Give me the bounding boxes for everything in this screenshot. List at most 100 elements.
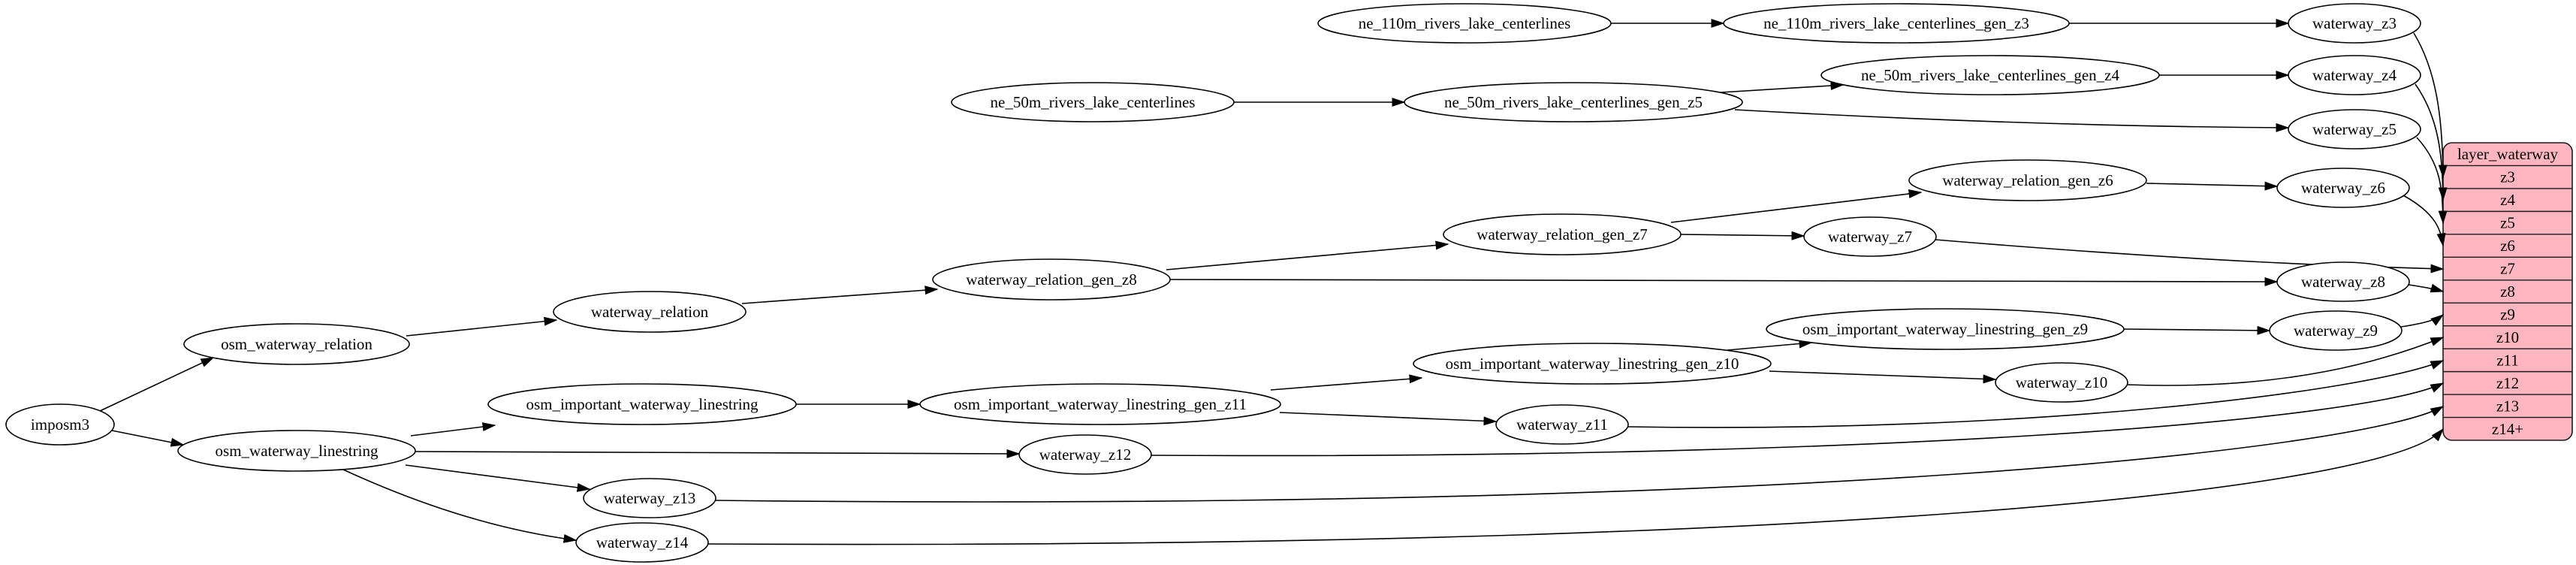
edge-waterway_z11-to-layer_waterway.z11 xyxy=(1627,360,2445,428)
record-row-z6: z6 xyxy=(2500,237,2515,255)
node-ellipse-waterway_z10 xyxy=(1995,362,2128,403)
node-ellipse-imposm3 xyxy=(5,403,115,446)
node-label-waterway_z3: waterway_z3 xyxy=(2312,14,2397,32)
node-osm_waterway_linestring: osm_waterway_linestring xyxy=(177,430,416,472)
record-row-z7: z7 xyxy=(2500,260,2515,278)
node-ellipse-waterway_relation xyxy=(553,291,747,333)
node-ellipse-ne_50m_rivers_lake_centerlines_gen_z5 xyxy=(1404,82,1743,122)
node-ellipse-waterway_z13 xyxy=(583,478,716,518)
edge-waterway_z8-to-layer_waterway.z8 xyxy=(2408,283,2445,293)
edge-waterway_z4-to-layer_waterway.z4 xyxy=(2415,83,2448,201)
edge-osm_waterway_relation-to-waterway_relation xyxy=(406,316,558,337)
node-osm_important_waterway_linestring: osm_important_waterway_linestring xyxy=(487,383,797,425)
node-ne_50m_rivers_lake_centerlines_gen_z4: ne_50m_rivers_lake_centerlines_gen_z4 xyxy=(1820,55,2160,95)
node-waterway_z13: waterway_z13 xyxy=(583,478,716,518)
edge-osm_important_waterway_linestring_gen_z9-to-waterway_z9 xyxy=(2123,325,2271,335)
node-waterway_z8: waterway_z8 xyxy=(2276,261,2410,302)
edge-osm_waterway_linestring-to-waterway_z14 xyxy=(342,469,578,543)
node-waterway_relation_gen_z8: waterway_relation_gen_z8 xyxy=(932,258,1171,301)
edge-osm_important_waterway_linestring_gen_z11-to-osm_important_waterway_linestring_gen_z10 xyxy=(1270,374,1423,391)
node-label-osm_waterway_linestring: osm_waterway_linestring xyxy=(216,442,379,460)
record-title: layer_waterway xyxy=(2457,145,2559,163)
node-waterway_z4: waterway_z4 xyxy=(2288,55,2421,95)
node-ellipse-osm_important_waterway_linestring_gen_z10 xyxy=(1413,343,1772,385)
node-waterway_z3: waterway_z3 xyxy=(2288,3,2421,44)
node-label-ne_50m_rivers_lake_centerlines_gen_z4: ne_50m_rivers_lake_centerlines_gen_z4 xyxy=(1861,66,2120,84)
node-label-waterway_relation: waterway_relation xyxy=(591,303,709,321)
record-row-z9: z9 xyxy=(2500,305,2515,323)
node-ne_50m_rivers_lake_centerlines_gen_z5: ne_50m_rivers_lake_centerlines_gen_z5 xyxy=(1404,82,1743,122)
node-osm_important_waterway_linestring_gen_z9: osm_important_waterway_linestring_gen_z9 xyxy=(1766,308,2125,350)
edge-osm_important_waterway_linestring_gen_z10-to-osm_important_waterway_linestring_gen_z9 xyxy=(1727,339,1813,351)
node-label-waterway_z13: waterway_z13 xyxy=(604,489,695,507)
node-ellipse-waterway_relation_gen_z7 xyxy=(1443,213,1682,255)
node-label-osm_important_waterway_linestring: osm_important_waterway_linestring xyxy=(526,395,759,413)
edge-imposm3-to-osm_waterway_relation xyxy=(99,357,215,412)
edge-ne_50m_rivers_lake_centerlines_gen_z5-to-waterway_z5 xyxy=(1734,109,2290,132)
node-label-waterway_z10: waterway_z10 xyxy=(2016,373,2107,391)
node-ellipse-osm_waterway_linestring xyxy=(177,430,416,472)
node-ellipse-waterway_z7 xyxy=(1803,216,1937,257)
edge-waterway_z14-to-layer_waterway.z14+ xyxy=(707,428,2444,545)
node-osm_important_waterway_linestring_gen_z11: osm_important_waterway_linestring_gen_z1… xyxy=(919,383,1281,425)
edge-osm_waterway_linestring-to-waterway_z12 xyxy=(415,449,1021,458)
node-ellipse-waterway_relation_gen_z8 xyxy=(932,258,1171,301)
edge-waterway_relation_gen_z7-to-waterway_relation_gen_z6 xyxy=(1670,189,1923,223)
node-waterway_z14: waterway_z14 xyxy=(575,522,709,563)
node-ellipse-waterway_z9 xyxy=(2269,310,2403,351)
node-label-ne_50m_rivers_lake_centerlines: ne_50m_rivers_lake_centerlines xyxy=(991,93,1196,111)
edge-ne_50m_rivers_lake_centerlines_gen_z5-to-ne_50m_rivers_lake_centerlines_gen_z4 xyxy=(1720,81,1845,93)
node-ellipse-ne_50m_rivers_lake_centerlines_gen_z4 xyxy=(1820,55,2160,95)
record-node-layer: layer_waterwayz3z4z5z6z7z8z9z10z11z12z13… xyxy=(2442,142,2573,441)
node-imposm3: imposm3 xyxy=(5,403,115,446)
node-ellipse-ne_50m_rivers_lake_centerlines xyxy=(951,82,1235,122)
node-waterway_relation: waterway_relation xyxy=(553,291,747,333)
node-waterway_z7: waterway_z7 xyxy=(1803,216,1937,257)
node-label-waterway_z4: waterway_z4 xyxy=(2312,66,2397,84)
node-ellipse-ne_110m_rivers_lake_centerlines xyxy=(1317,3,1612,44)
node-label-ne_50m_rivers_lake_centerlines_gen_z5: ne_50m_rivers_lake_centerlines_gen_z5 xyxy=(1444,93,1703,111)
record-row-z10: z10 xyxy=(2496,328,2519,346)
node-ne_50m_rivers_lake_centerlines: ne_50m_rivers_lake_centerlines xyxy=(951,82,1235,122)
node-ellipse-waterway_z14 xyxy=(575,522,709,563)
node-waterway_z6: waterway_z6 xyxy=(2276,168,2410,208)
edge-waterway_z13-to-layer_waterway.z13 xyxy=(715,406,2445,503)
node-label-waterway_z11: waterway_z11 xyxy=(1516,415,1608,434)
node-label-osm_important_waterway_linestring_gen_z11: osm_important_waterway_linestring_gen_z1… xyxy=(954,395,1247,413)
node-label-ne_110m_rivers_lake_centerlines: ne_110m_rivers_lake_centerlines xyxy=(1359,14,1571,32)
edge-waterway_z10-to-layer_waterway.z10 xyxy=(2126,337,2445,386)
edge-waterway_z3-to-layer_waterway.z3 xyxy=(2413,32,2448,179)
node-label-waterway_z9: waterway_z9 xyxy=(2294,322,2378,340)
node-osm_waterway_relation: osm_waterway_relation xyxy=(183,323,410,365)
node-osm_important_waterway_linestring_gen_z10: osm_important_waterway_linestring_gen_z1… xyxy=(1413,343,1772,385)
node-waterway_z9: waterway_z9 xyxy=(2269,310,2403,351)
record-row-z14+: z14+ xyxy=(2492,420,2523,438)
node-label-waterway_relation_gen_z8: waterway_relation_gen_z8 xyxy=(966,270,1136,289)
node-label-ne_110m_rivers_lake_centerlines_gen_z3: ne_110m_rivers_lake_centerlines_gen_z3 xyxy=(1763,14,2029,32)
node-waterway_z12: waterway_z12 xyxy=(1018,434,1152,475)
node-waterway_z5: waterway_z5 xyxy=(2288,109,2421,150)
node-label-osm_important_waterway_linestring_gen_z10: osm_important_waterway_linestring_gen_z1… xyxy=(1446,355,1739,373)
node-waterway_z10: waterway_z10 xyxy=(1995,362,2128,403)
node-label-waterway_relation_gen_z7: waterway_relation_gen_z7 xyxy=(1477,225,1647,243)
edge-layer xyxy=(99,19,2448,545)
record-row-z3: z3 xyxy=(2500,168,2515,186)
edge-waterway_z12-to-layer_waterway.z12 xyxy=(1151,382,2445,457)
node-label-waterway_z14: waterway_z14 xyxy=(596,533,689,551)
edge-waterway_relation_gen_z6-to-waterway_z6 xyxy=(2146,181,2279,191)
edge-osm_waterway_linestring-to-waterway_z13 xyxy=(405,464,591,492)
edge-waterway_z5-to-layer_waterway.z5 xyxy=(2416,137,2448,225)
edge-waterway_relation_gen_z8-to-waterway_z8 xyxy=(1169,276,2279,286)
record-row-z12: z12 xyxy=(2496,374,2519,392)
node-label-waterway_z5: waterway_z5 xyxy=(2312,120,2397,138)
node-ellipse-waterway_z12 xyxy=(1018,434,1152,475)
edge-waterway_z9-to-layer_waterway.z9 xyxy=(2400,314,2445,328)
edge-imposm3-to-osm_waterway_linestring xyxy=(111,430,185,447)
node-ellipse-waterway_z6 xyxy=(2276,168,2410,208)
record-row-z11: z11 xyxy=(2496,351,2519,369)
node-ellipse-ne_110m_rivers_lake_centerlines_gen_z3 xyxy=(1723,3,2070,44)
edge-waterway_z7-to-layer_waterway.z7 xyxy=(1935,239,2445,273)
node-waterway_relation_gen_z7: waterway_relation_gen_z7 xyxy=(1443,213,1682,255)
edge-waterway_relation_gen_z7-to-waterway_z7 xyxy=(1680,231,1805,240)
